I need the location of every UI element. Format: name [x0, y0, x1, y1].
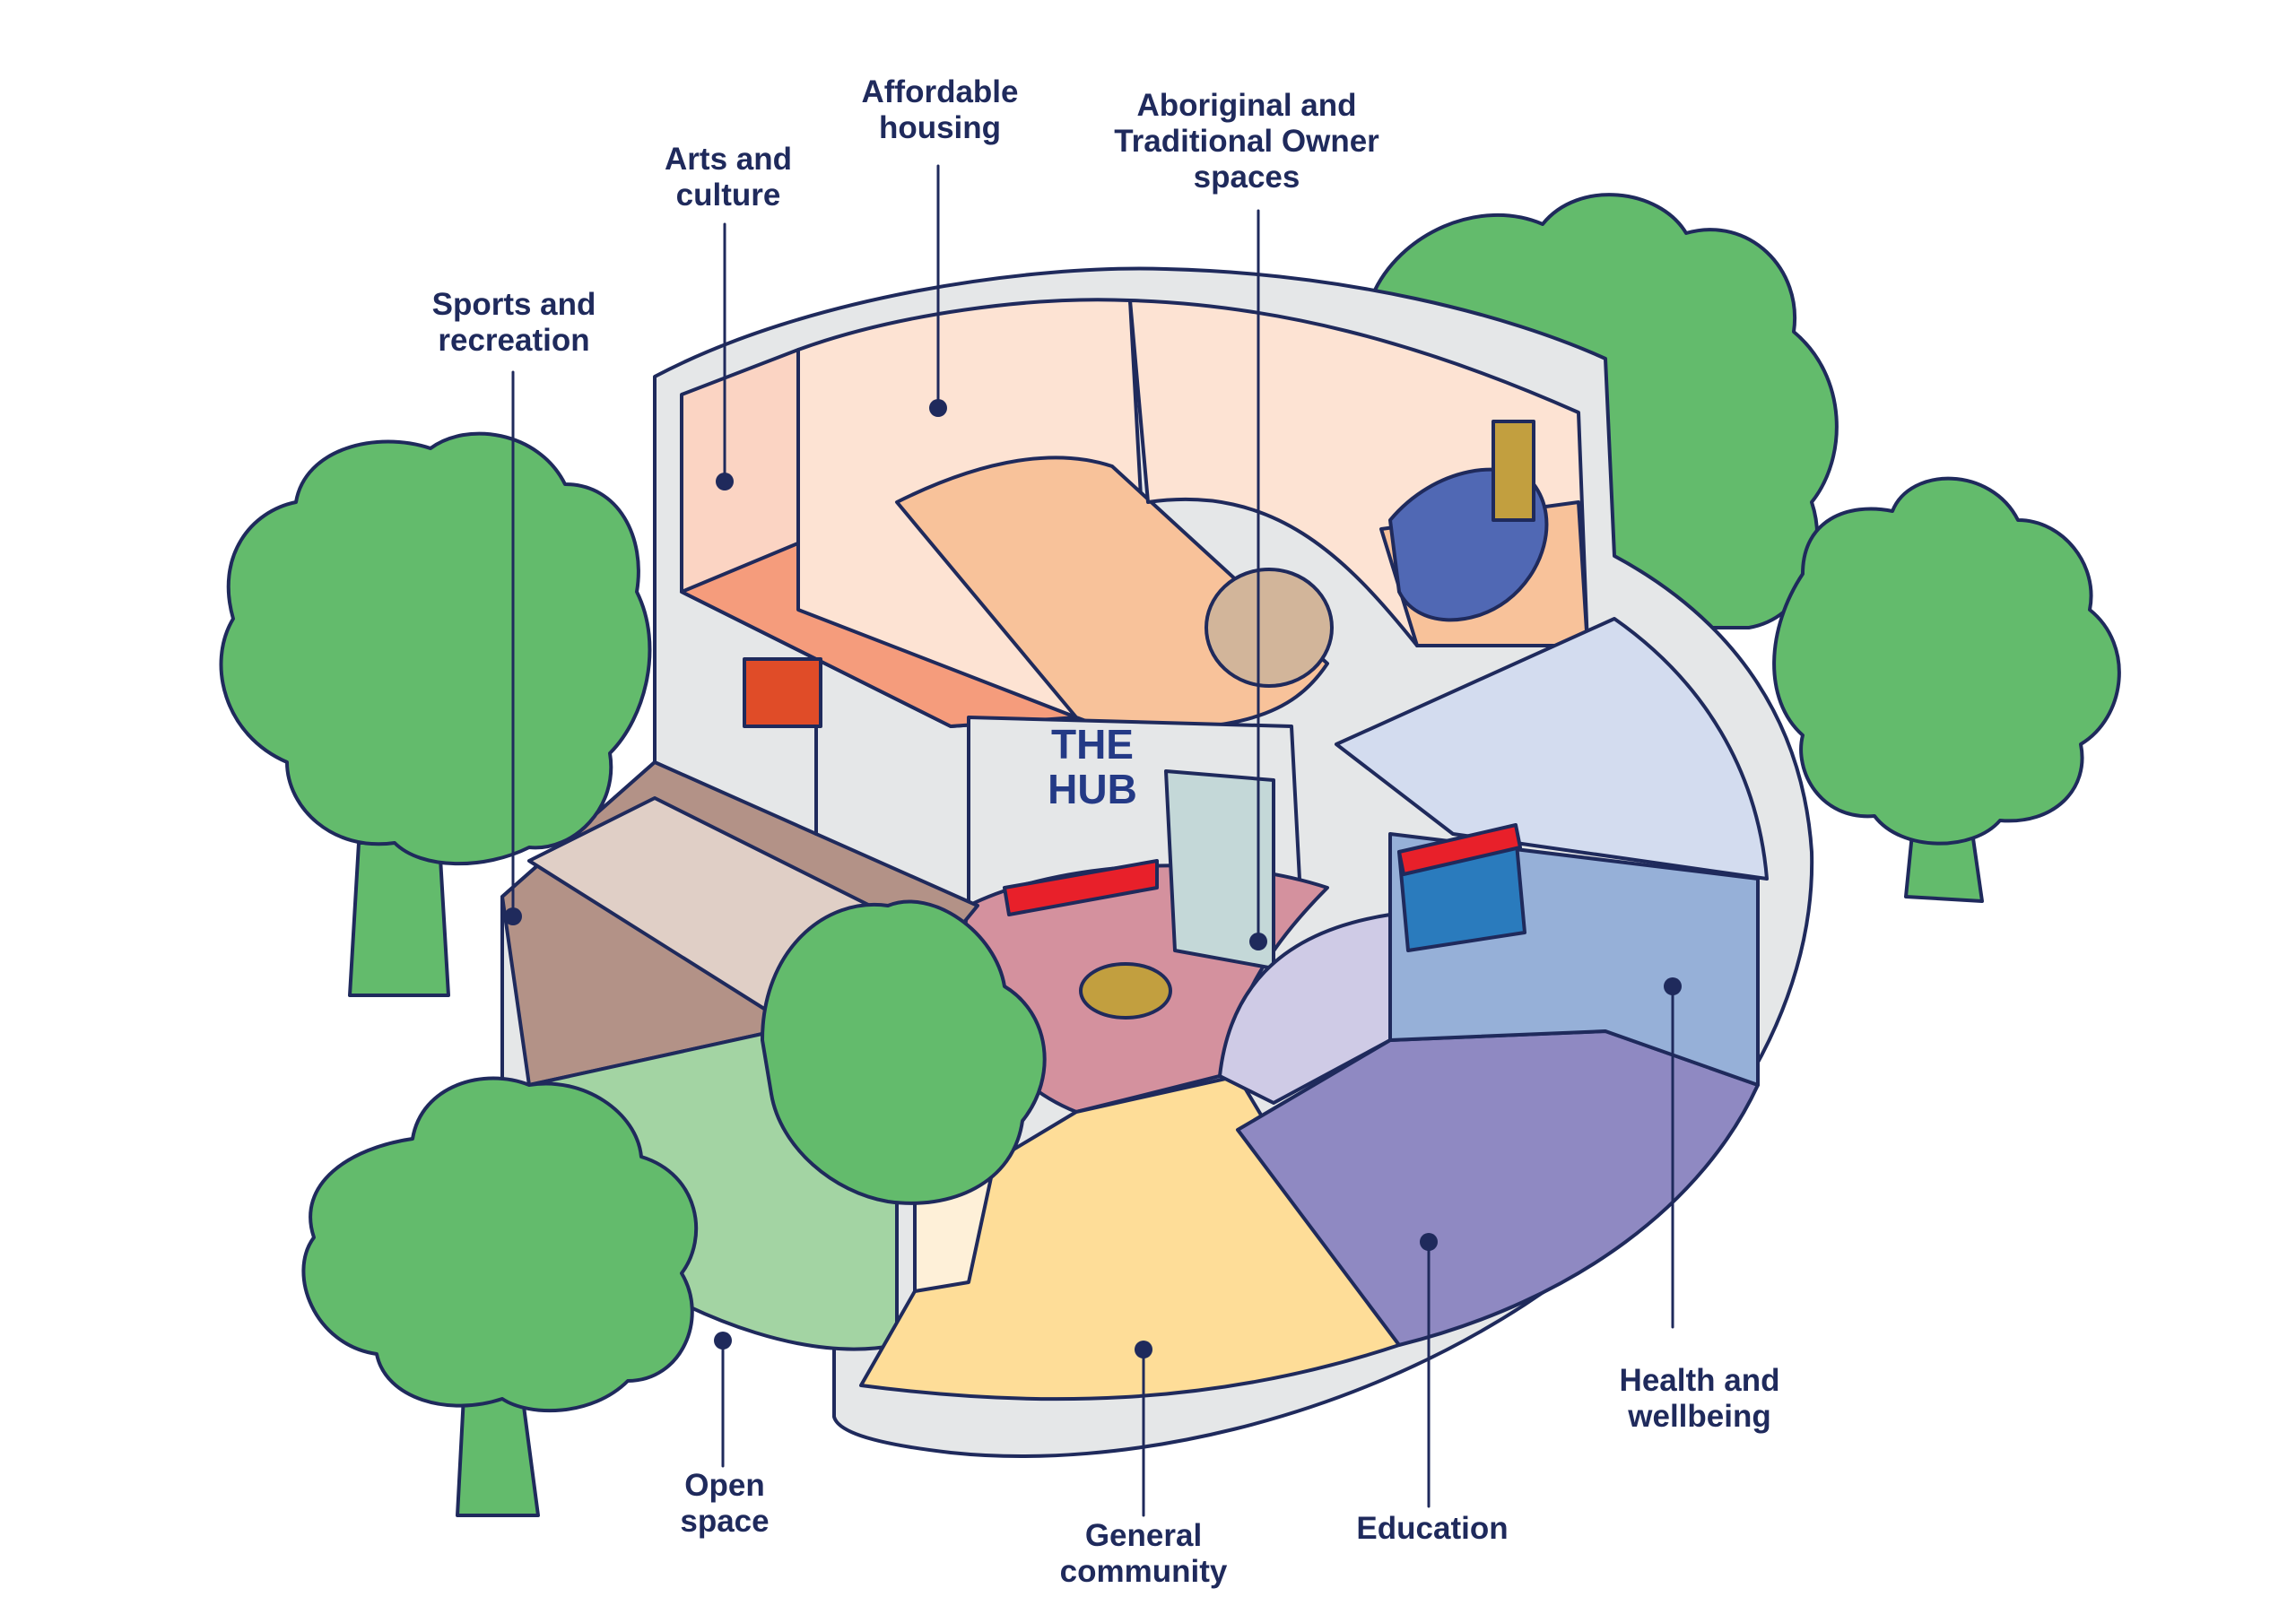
hub-title: THE HUB: [1048, 721, 1137, 812]
label-education: Education: [1356, 1511, 1509, 1546]
tree-far-right-icon: [1772, 476, 2121, 903]
health-upper-wall: [1335, 617, 1769, 881]
rug: [1205, 568, 1334, 688]
label-affordable-housing: Affordable housing: [861, 74, 1019, 145]
label-general-community: General community: [1059, 1518, 1228, 1589]
label-sports-and-recreation: Sports and recreation: [431, 287, 596, 358]
tree-left-icon: [219, 431, 652, 997]
label-arts-and-culture: Arts and culture: [665, 142, 792, 213]
education-floor: [1236, 1029, 1760, 1347]
basketball-backboard: [743, 657, 822, 728]
label-open-space: Open space: [680, 1468, 770, 1539]
label-aboriginal-traditional-owner-spaces: Aboriginal and Traditional Owner spaces: [1114, 88, 1379, 195]
headboard: [1492, 420, 1535, 522]
leader-lines: [504, 164, 1682, 1517]
red-bench: [1003, 859, 1159, 916]
tree-bottom-left-icon: [301, 1076, 699, 1517]
tree-center-icon: [761, 899, 1047, 1205]
label-health-and-wellbeing: Health and wellbeing: [1619, 1363, 1780, 1434]
fire-pit: [1079, 962, 1172, 1020]
